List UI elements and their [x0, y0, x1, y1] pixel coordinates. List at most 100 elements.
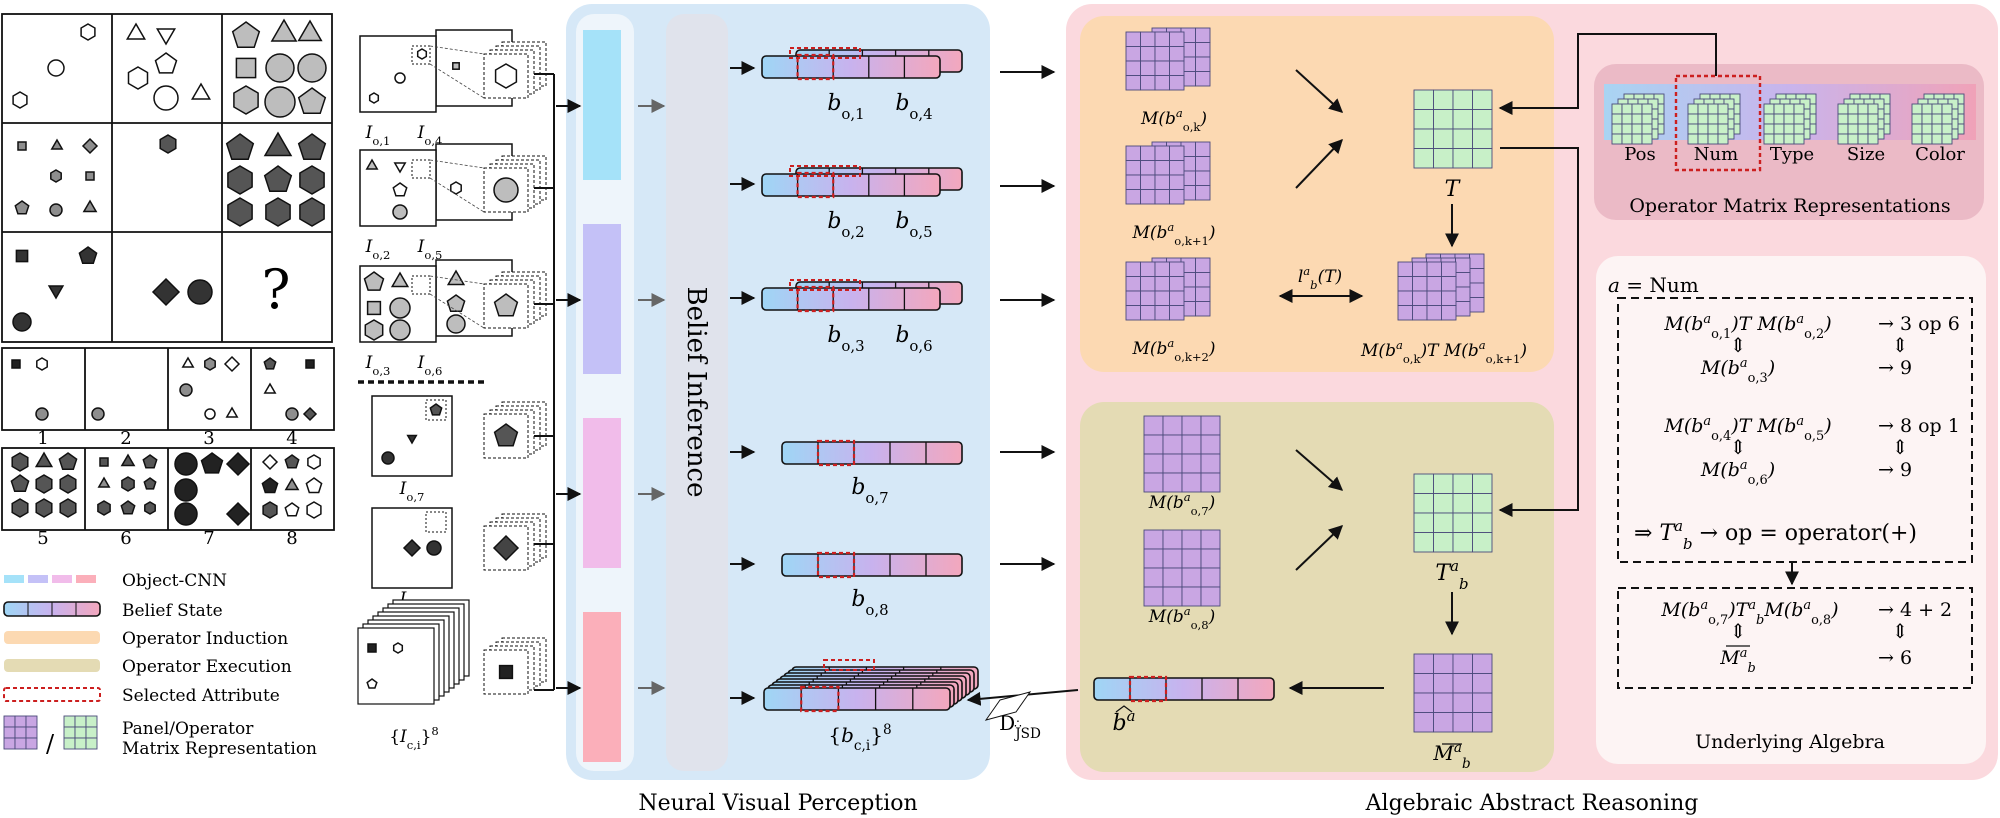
- hexagon-shape: [50, 169, 62, 183]
- matrix-cell: [1621, 123, 1633, 135]
- hexagon-shape: [306, 501, 322, 519]
- matrix-cell: [1195, 272, 1211, 288]
- matrix-cell: [1397, 261, 1413, 277]
- circle-shape: [493, 177, 519, 203]
- operator-repr-label-3: Size: [1847, 144, 1885, 165]
- matrix-cell: [1452, 673, 1473, 694]
- panel-label: Io,7: [399, 479, 425, 504]
- triangle-shape: [297, 19, 323, 42]
- hexagon-shape: [35, 474, 53, 494]
- belief-bar: [761, 173, 941, 197]
- matrix-cell: [1169, 75, 1185, 91]
- attribute-label: a = Num: [1608, 273, 1699, 297]
- pentagon-shape: [493, 293, 519, 317]
- triangle-shape: [393, 162, 407, 174]
- matrix-cell: [25, 737, 38, 750]
- pentagon-shape: [392, 182, 408, 197]
- triangle-shape: [120, 453, 136, 467]
- diamond-shape: [261, 453, 279, 471]
- legend-slash: /: [46, 730, 55, 758]
- matrix-cell: [1433, 673, 1454, 694]
- matrix-cell: [1413, 493, 1434, 514]
- matrix-cell: [74, 737, 87, 750]
- prediction-belief: [1093, 675, 1275, 703]
- belief-inference-column-bg: [666, 14, 728, 771]
- legend-label-4: Selected Attribute: [122, 686, 280, 706]
- matrix-cell: [1867, 113, 1879, 125]
- matrix-cell: [1412, 290, 1428, 306]
- matrix-cell: [1125, 75, 1141, 91]
- matrix-cell: [1169, 160, 1185, 176]
- matrix-cell: [1200, 472, 1221, 493]
- matrix-cell: [1641, 133, 1653, 145]
- matrix-cell: [1433, 89, 1454, 110]
- matrix-cell: [1125, 305, 1141, 321]
- matrix-cell: [1143, 415, 1164, 436]
- matrix-cell: [1169, 276, 1185, 292]
- matrix-cell: [1697, 113, 1709, 125]
- matrix-cell: [74, 726, 87, 739]
- matrix-cell: [1413, 128, 1434, 149]
- selection-box: [411, 45, 431, 65]
- matrix-cell: [1162, 529, 1183, 550]
- pentagon-shape: [120, 500, 136, 515]
- matrix-cell: [1793, 113, 1805, 125]
- circle-shape: [12, 312, 32, 332]
- matrix-cell: [1413, 109, 1434, 130]
- square-shape: [305, 359, 315, 369]
- matrix-cell: [1154, 189, 1170, 205]
- circle-shape: [389, 319, 411, 341]
- matrix-cell: [1717, 123, 1729, 135]
- matrix-cell: [1793, 133, 1805, 145]
- belief-front: [761, 53, 941, 81]
- flow-arrows: [534, 61, 1056, 705]
- pentagon-shape: [305, 477, 323, 494]
- matrix-cell: [1941, 123, 1953, 135]
- matrix-cell: [1125, 60, 1141, 76]
- matrix-cell: [1717, 113, 1729, 125]
- equiv-symbol: ⇕: [1730, 619, 1747, 643]
- jsd-label: DJSD: [999, 711, 1041, 742]
- answer-label: 2: [120, 428, 131, 449]
- equiv-symbol: ⇕: [1892, 333, 1909, 357]
- triangle-shape: [155, 28, 177, 46]
- matrix-cell: [1195, 141, 1211, 157]
- operator-matrix-stack: [1611, 93, 1665, 145]
- circle-shape: [394, 72, 406, 84]
- circle-shape: [285, 407, 299, 421]
- matrix-cell: [1195, 286, 1211, 302]
- pentagon-shape: [14, 200, 30, 215]
- crop-link: [429, 63, 485, 99]
- selected-attribute-box: [816, 439, 856, 467]
- matrix-cell: [1793, 103, 1805, 115]
- panel-matrix-o7: [1143, 415, 1221, 493]
- object-cnn-swatch: [4, 575, 24, 583]
- result-matrix: [1413, 653, 1493, 733]
- matrix-cell: [1125, 189, 1141, 205]
- hexagon-shape: [227, 165, 253, 195]
- candidate-panel: [357, 627, 435, 705]
- matrix-cell: [1911, 113, 1923, 125]
- matrix-cell: [1687, 133, 1699, 145]
- matrix-cell: [1687, 123, 1699, 135]
- question-mark: ?: [262, 258, 291, 321]
- matrix-cell: [1452, 493, 1473, 514]
- matrix-cell: [1181, 567, 1202, 588]
- matrix-cell: [1413, 89, 1434, 110]
- belief-o7: [781, 439, 963, 467]
- panel-matrix: [1125, 27, 1211, 91]
- belief-label: bo,5: [895, 209, 932, 241]
- section-title-algebra: Algebraic Abstract Reasoning: [1365, 791, 1699, 816]
- matrix-cell: [1195, 170, 1211, 186]
- matrix-cell: [1707, 123, 1719, 135]
- execution-arrow: [1295, 525, 1344, 571]
- equation-lhs: Mab: [1719, 646, 1755, 676]
- triangle-shape: [284, 477, 300, 491]
- matrix-cell: [1452, 89, 1473, 110]
- panel-label: Io,5: [417, 237, 443, 262]
- matrix-cell: [1140, 290, 1156, 306]
- crop-link: [429, 293, 485, 329]
